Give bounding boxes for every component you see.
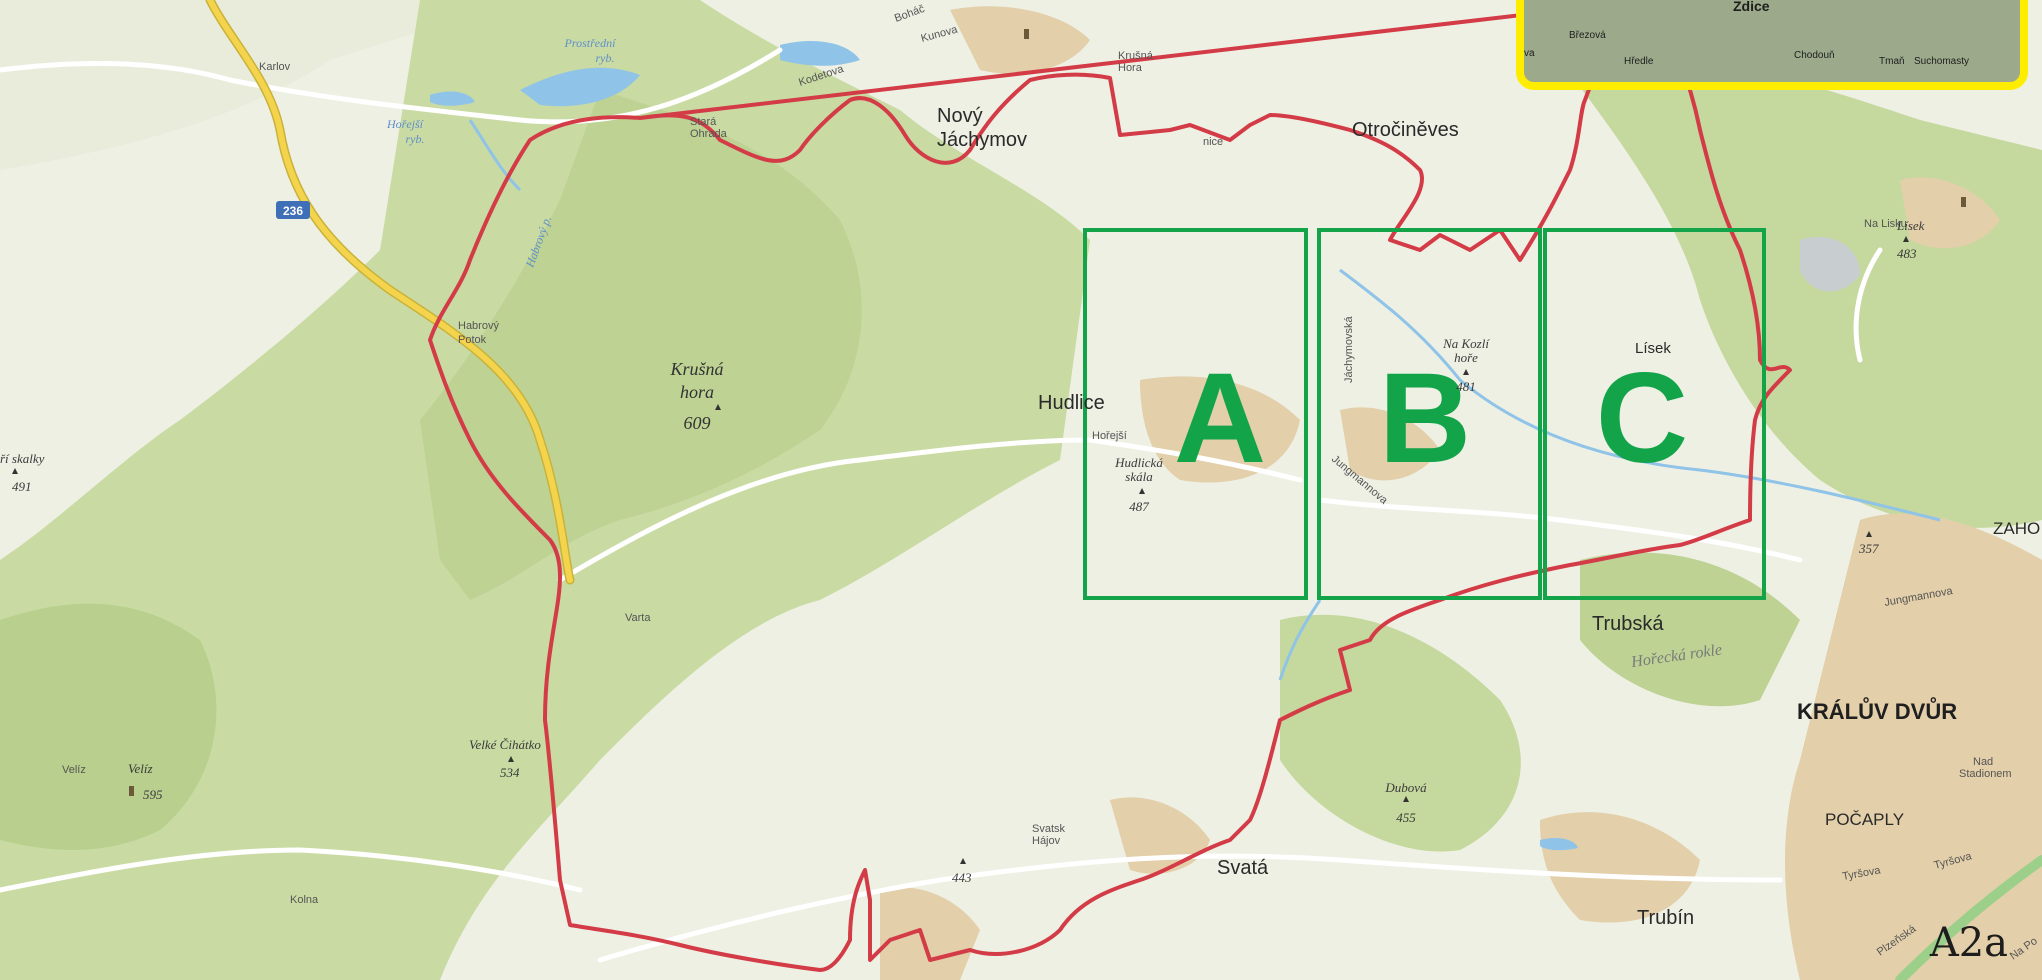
town-label-novy: Nový: [937, 105, 983, 127]
peak-label-skalky-elev: 491: [12, 479, 32, 494]
hiking-route: [428, 0, 1792, 972]
street-label-jachymovska: Jáchymovská: [1343, 315, 1355, 383]
sector-label-a: A: [1174, 347, 1266, 490]
peak-label-hudlicka-elev: 487: [1129, 499, 1149, 514]
water-label-prostredni-2: ryb.: [596, 51, 615, 65]
peak-label-kozli-elev: 481: [1456, 379, 1476, 394]
water-label-horejsi-2: ryb.: [406, 132, 425, 146]
water-label-horejsi-1: Hořejší: [386, 117, 425, 131]
village-label-kolna: Kolna: [290, 894, 319, 906]
town-label-lisek: Lísek: [1635, 340, 1671, 357]
inset-label-va: va: [1524, 48, 1535, 59]
water-layer: [430, 40, 1860, 851]
sector-frame-c: [1543, 228, 1766, 600]
street-label-horejsi: Hořejší: [1092, 430, 1127, 442]
stream-layer: [468, 119, 1941, 681]
peak-label-dubova-elev: 455: [1396, 810, 1416, 825]
sector-frame-a: [1083, 228, 1308, 600]
village-label-krusna: Krušná: [1118, 50, 1154, 62]
inset-label-chodoun: Chodouň: [1794, 50, 1835, 61]
town-label-zaho: ZAHO: [1993, 519, 2040, 538]
inset-label-hredle: Hředle: [1624, 56, 1654, 67]
town-label-svata: Svatá: [1217, 857, 1269, 879]
village-label-karlov: Karlov: [259, 61, 291, 73]
inset-label-suchomasty: Suchomasty: [1914, 56, 1970, 67]
peak-label-dubova: Dubová: [1384, 780, 1427, 795]
town-label-pocaply: POČAPLY: [1825, 810, 1904, 829]
village-label-habrovy: Habrový: [458, 320, 499, 332]
road-number-shield: 236: [276, 201, 310, 219]
lookout-tower-icon: [1961, 197, 1966, 207]
village-label-hajov: Hájov: [1032, 835, 1061, 847]
inset-label-zdice: Zdice: [1733, 0, 1770, 14]
peak-label-443: 443: [952, 870, 972, 885]
inset-label-brezova: Březová: [1569, 30, 1606, 41]
monument-icons: [129, 29, 1966, 796]
town-label-otrocineves: Otročiněves: [1352, 119, 1459, 141]
inset-label-tman: Tmaň: [1879, 56, 1905, 67]
inset-locator-map[interactable]: Zdice Březová va Hředle Chodouň Tmaň Suc…: [1516, 0, 2028, 90]
village-label-hora: Hora: [1118, 62, 1143, 74]
town-label-jachymov: Jáchymov: [937, 129, 1027, 151]
village-label-stadionem: Stadionem: [1959, 768, 2012, 780]
peak-label-357: 357: [1858, 541, 1879, 556]
lookout-tower-icon: [129, 786, 134, 796]
svg-text:236: 236: [283, 204, 303, 218]
peak-label-veliz: Velíz: [128, 761, 153, 776]
village-label-stara: Stará: [690, 116, 717, 128]
sector-label-c: C: [1596, 347, 1688, 490]
town-label-trubska: Trubská: [1592, 613, 1664, 635]
village-label-veliz: Velíz: [62, 764, 86, 776]
village-label-nice: nice: [1203, 136, 1223, 148]
peak-label-krusna-1: Krušná: [669, 359, 723, 379]
peak-markers: [12, 236, 1909, 864]
peak-label-lisek-elev: 483: [1897, 246, 1917, 261]
minor-road-layer: [0, 47, 1883, 963]
map-sheet-code: A2a: [1929, 920, 2008, 966]
peak-label-hudlicka-2: skála: [1125, 469, 1153, 484]
village-label-varta: Varta: [625, 612, 651, 624]
peak-label-cihatko: Velké Čihátko: [469, 737, 541, 752]
village-label-svatsky: Svatsk: [1032, 823, 1066, 835]
peak-label-hudlicka-1: Hudlická: [1114, 455, 1163, 470]
peak-label-veliz-elev: 595: [143, 787, 163, 802]
town-label-trubin: Trubín: [1637, 907, 1694, 929]
peak-label-krusna-elev: 609: [684, 413, 711, 433]
peak-label-kozli-2: hoře: [1454, 350, 1478, 365]
peak-label-cihatko-elev: 534: [500, 765, 520, 780]
water-label-prostredni-1: Prostřední: [564, 36, 618, 50]
main-road-layer: [205, 0, 2042, 980]
peak-label-kozli-1: Na Kozlí: [1442, 336, 1490, 351]
village-label-ohrada: Ohrada: [690, 128, 728, 140]
sector-label-b: B: [1379, 347, 1471, 490]
town-label-kraluv-dvur: KRÁLŮV DVŮR: [1797, 696, 1957, 724]
village-label-potok: Potok: [458, 334, 487, 346]
village-label-na-lisku: Na Lisku: [1864, 218, 1907, 230]
sector-frames: [1083, 228, 1766, 600]
peak-label-krusna-2: hora: [680, 382, 714, 402]
peak-label-lisek: Lísek: [1896, 218, 1925, 233]
sector-frame-b: [1317, 228, 1542, 600]
peak-label-skalky: ří skalky: [0, 451, 45, 466]
town-label-hudlice: Hudlice: [1038, 392, 1105, 414]
lookout-tower-icon: [1024, 29, 1029, 39]
village-label-nad: Nad: [1973, 756, 1993, 768]
